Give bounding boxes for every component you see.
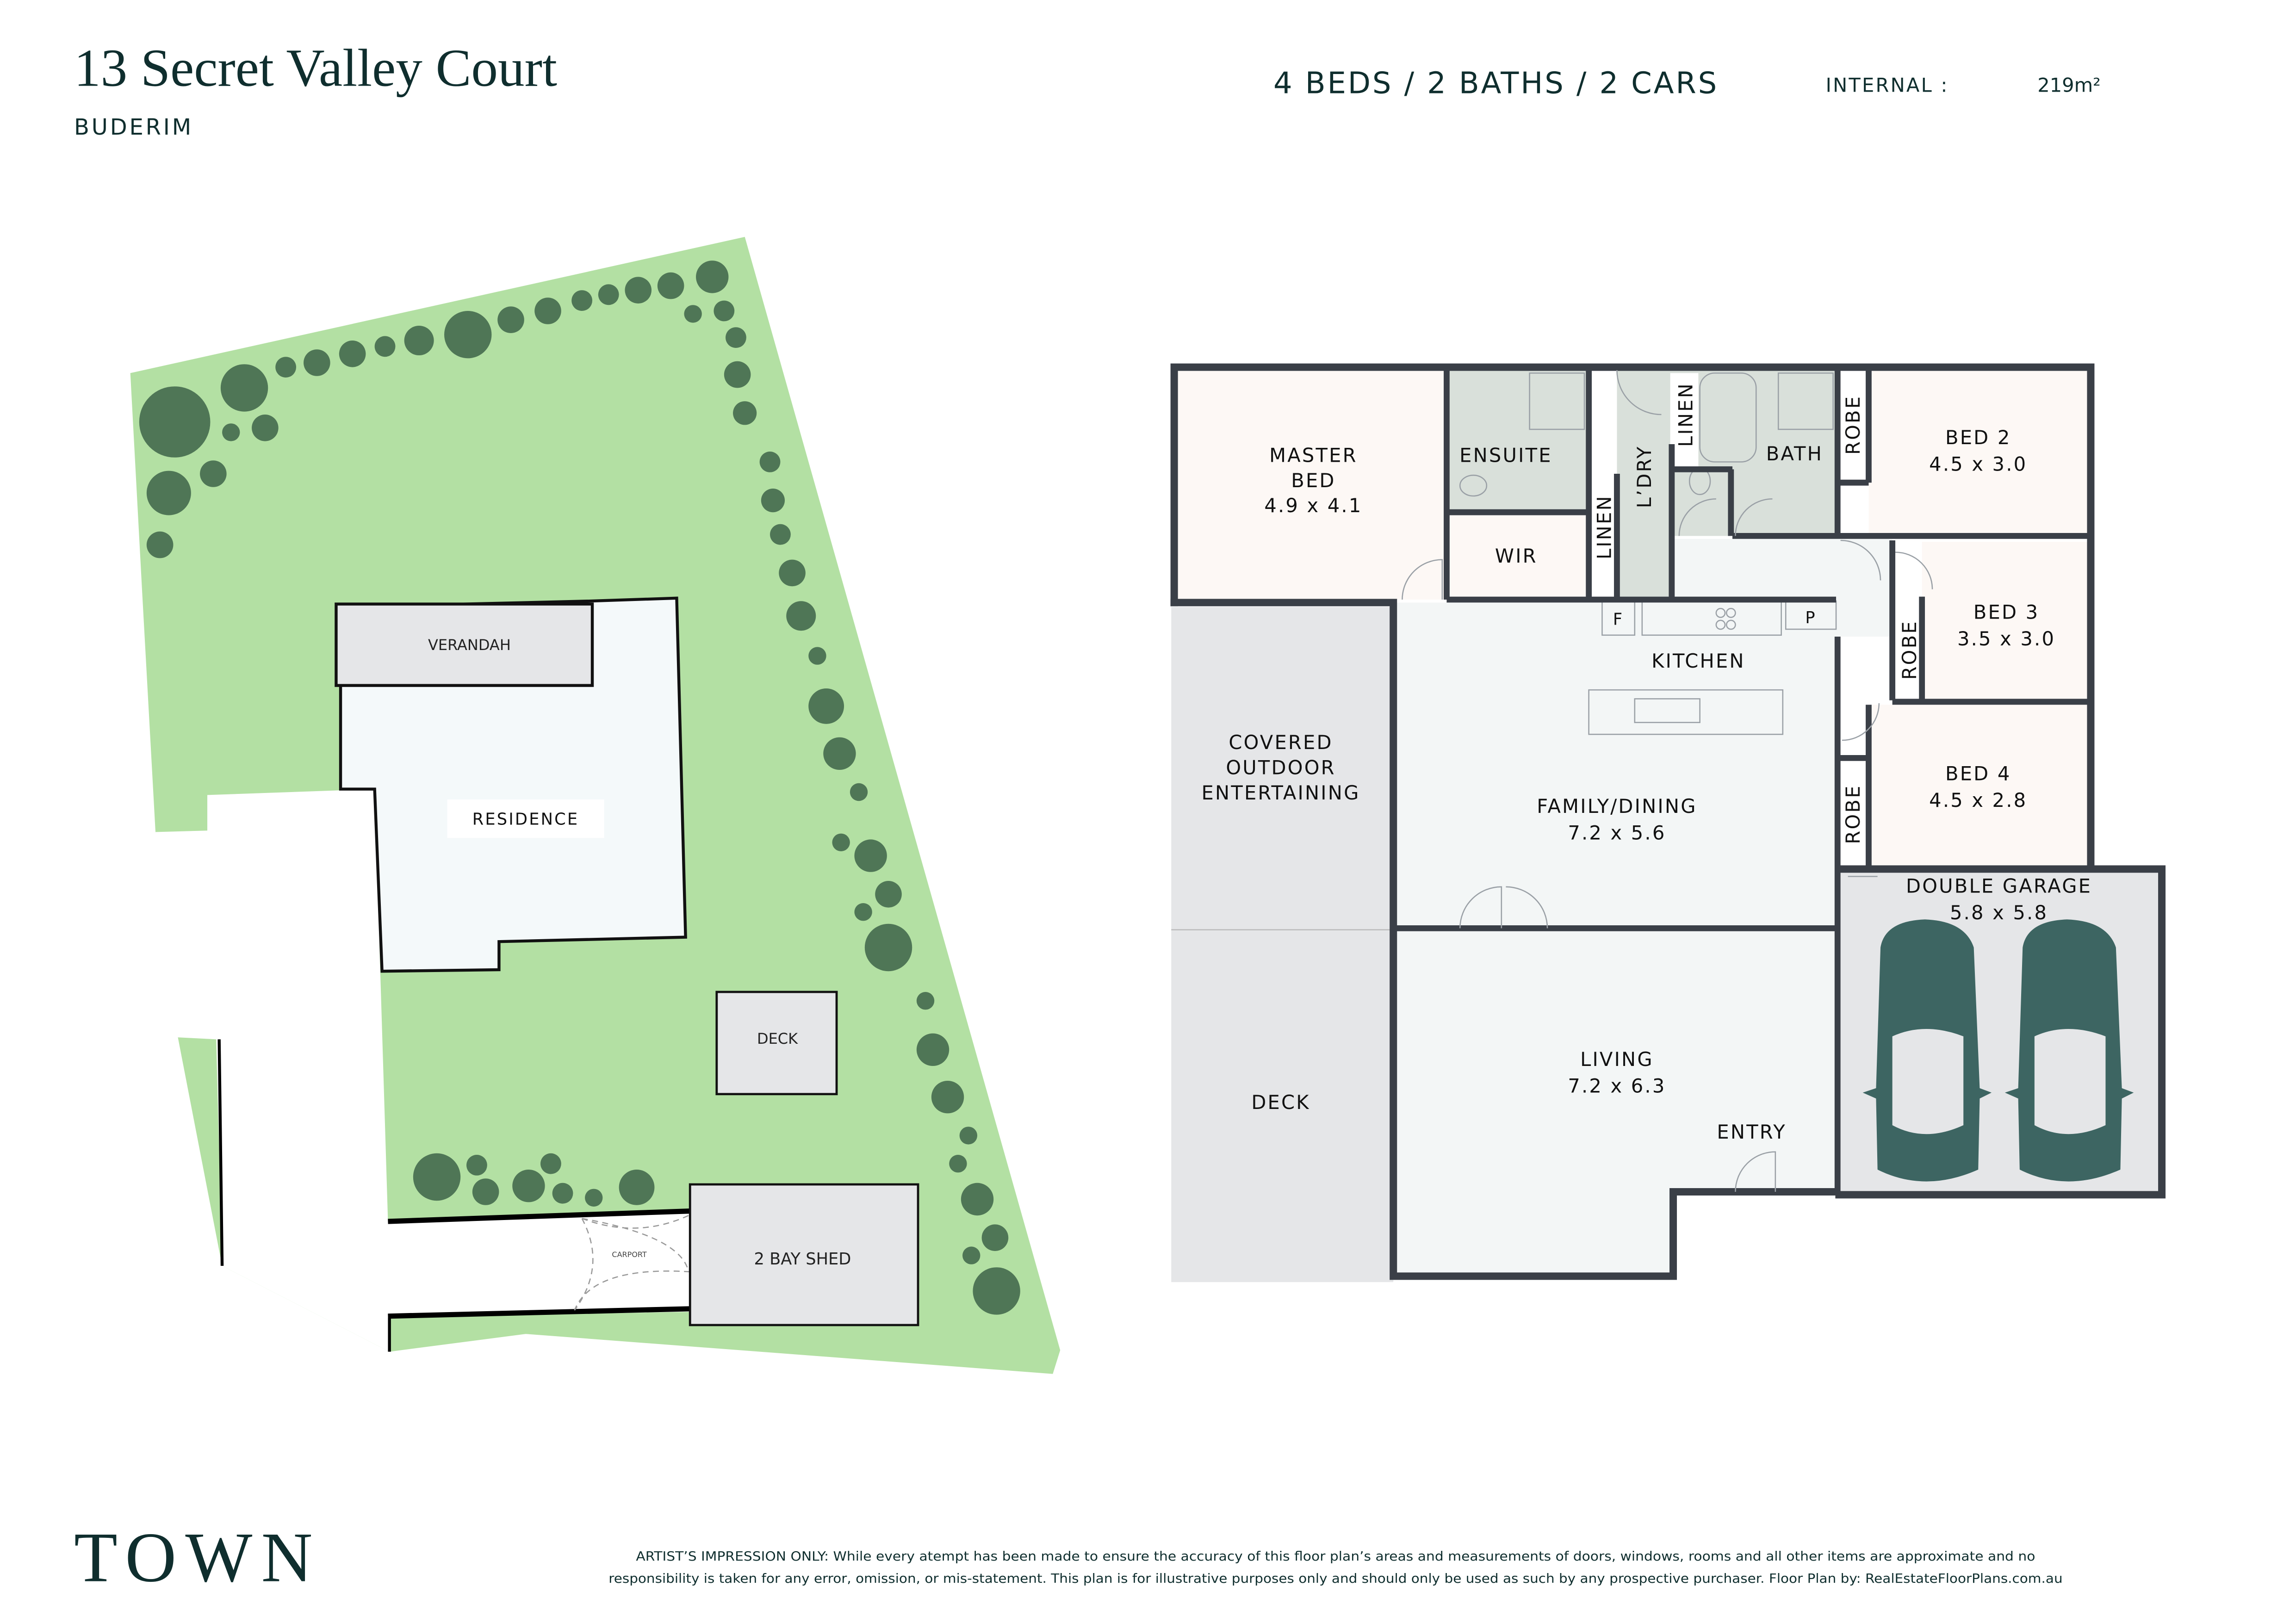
master-bed-label-2: BED bbox=[1291, 469, 1335, 492]
covered-label-2: OUTDOOR bbox=[1226, 756, 1335, 779]
bed-2-label: BED 2 bbox=[1945, 426, 2011, 449]
family-label: FAMILY/DINING bbox=[1537, 795, 1697, 818]
garage-size: 5.8 x 5.8 bbox=[1950, 901, 2048, 924]
bed-3-room bbox=[1922, 542, 2088, 700]
deck-area bbox=[1171, 929, 1394, 1282]
driveway bbox=[155, 789, 690, 1352]
fridge-label: F bbox=[1613, 610, 1624, 629]
covered-label-3: ENTERTAINING bbox=[1202, 781, 1360, 804]
door-swings bbox=[1402, 370, 1933, 1192]
internal-label: INTERNAL : bbox=[1826, 74, 1949, 96]
verandah bbox=[335, 602, 594, 687]
carport-label: CARPORT bbox=[612, 1250, 646, 1259]
living-area bbox=[1393, 602, 1837, 1276]
residence-label-bg bbox=[447, 799, 604, 838]
internal-area: 219m² bbox=[2037, 74, 2101, 96]
bed-3-size: 3.5 x 3.0 bbox=[1957, 627, 2055, 650]
sink-icon bbox=[1634, 698, 1700, 723]
bath-label: BATH bbox=[1766, 442, 1823, 465]
shed-label: 2 BAY SHED bbox=[754, 1250, 851, 1269]
robe-1 bbox=[1839, 370, 1869, 481]
robe-1-label: ROBE bbox=[1842, 395, 1864, 455]
footer: TOWN ARTIST’S IMPRESSION ONLY: While eve… bbox=[74, 1518, 2063, 1597]
wir-label: WIR bbox=[1495, 545, 1538, 567]
shed bbox=[689, 1183, 919, 1326]
kitchen-label: KITCHEN bbox=[1651, 650, 1745, 672]
entry-label: ENTRY bbox=[1717, 1121, 1786, 1143]
master-bed-room bbox=[1177, 370, 1447, 600]
bed-4-room bbox=[1868, 705, 2088, 866]
linen-1-label: LINEN bbox=[1593, 495, 1616, 559]
car-icon bbox=[2004, 919, 2134, 1182]
disclaimer-line-1: ARTIST’S IMPRESSION ONLY: While every at… bbox=[636, 1549, 2035, 1564]
shower-ensuite bbox=[1529, 372, 1585, 430]
master-bed-label: MASTER bbox=[1269, 444, 1358, 466]
header: 13 Secret Valley Court BUDERIM 4 BEDS / … bbox=[74, 38, 2101, 141]
robe-2 bbox=[1895, 598, 1922, 700]
laundry-room bbox=[1617, 370, 1674, 600]
carport: CARPORT bbox=[388, 1208, 690, 1319]
ensuite-room bbox=[1449, 370, 1588, 511]
linen-2-label: LINEN bbox=[1675, 382, 1697, 447]
boundary-line bbox=[217, 1039, 224, 1266]
laundry-label: L’DRY bbox=[1633, 445, 1656, 508]
robe-2-label: ROBE bbox=[1898, 620, 1921, 680]
town-logo: TOWN bbox=[74, 1518, 322, 1597]
bed-3-label: BED 3 bbox=[1973, 601, 2040, 624]
linen-2 bbox=[1670, 373, 1699, 471]
address-title: 13 Secret Valley Court bbox=[74, 38, 557, 98]
verandah-label: VERANDAH bbox=[428, 636, 511, 654]
bathtub bbox=[1699, 372, 1757, 463]
site-deck-label: DECK bbox=[757, 1030, 798, 1047]
living-size: 7.2 x 6.3 bbox=[1568, 1075, 1666, 1097]
car-icon bbox=[1862, 919, 1992, 1182]
living-label: LIVING bbox=[1580, 1048, 1654, 1071]
deck-label: DECK bbox=[1251, 1091, 1310, 1114]
site-deck bbox=[715, 991, 838, 1096]
family-size: 7.2 x 5.6 bbox=[1568, 821, 1666, 844]
disclaimer-line-2: responsibility is taken for any error, o… bbox=[608, 1571, 2062, 1586]
floor-plan: MASTER BED 4.9 x 4.1 ENSUITE WIR LINEN L… bbox=[1170, 363, 2166, 1282]
linen-1 bbox=[1590, 370, 1617, 600]
ensuite-label: ENSUITE bbox=[1459, 444, 1552, 466]
garage-label: DOUBLE GARAGE bbox=[1906, 875, 2092, 898]
kitchen-island bbox=[1588, 689, 1784, 735]
shower-bath bbox=[1777, 372, 1834, 430]
robe-3-label: ROBE bbox=[1842, 784, 1864, 844]
pantry-label: P bbox=[1805, 608, 1816, 627]
toilet-ensuite bbox=[1459, 474, 1488, 497]
covered-label-1: COVERED bbox=[1229, 731, 1333, 754]
covered-outdoor-area bbox=[1171, 607, 1394, 930]
wir-room bbox=[1449, 514, 1588, 600]
hall bbox=[1673, 539, 1893, 637]
cooktop-icon bbox=[1715, 607, 1736, 630]
bed-2-size: 4.5 x 3.0 bbox=[1929, 453, 2027, 476]
bed-4-label: BED 4 bbox=[1945, 762, 2011, 785]
walls bbox=[1170, 363, 2166, 1280]
trees bbox=[139, 260, 1020, 1315]
master-bed-size: 4.9 x 4.1 bbox=[1264, 494, 1362, 517]
residence-label: RESIDENCE bbox=[472, 810, 579, 829]
bed-2-room bbox=[1868, 370, 2088, 536]
robe-3 bbox=[1839, 759, 1869, 866]
suburb-label: BUDERIM bbox=[74, 114, 193, 140]
bed-4-size: 4.5 x 2.8 bbox=[1929, 789, 2027, 812]
property-summary: 4 BEDS / 2 BATHS / 2 CARS bbox=[1273, 67, 1719, 101]
site-plan: VERANDAH RESIDENCE DECK CARPORT 2 BAY SH… bbox=[130, 237, 1061, 1374]
